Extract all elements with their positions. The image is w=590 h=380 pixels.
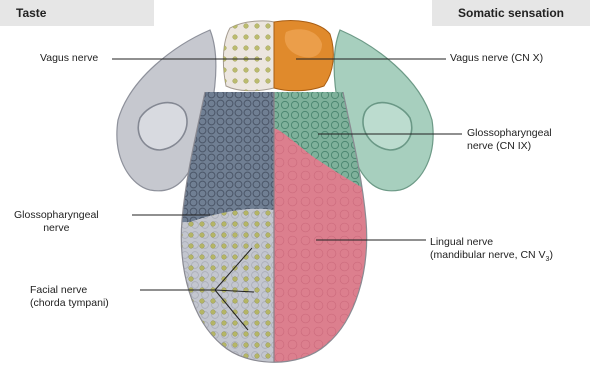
glosso-right-line2: nerve (CN IX) <box>467 140 552 153</box>
lingual-line1: Lingual nerve <box>430 236 553 249</box>
glossopharyngeal-left-label: Glossopharyngeal nerve <box>14 209 99 235</box>
facial-nerve-label: Facial nerve (chorda tympani) <box>30 284 109 310</box>
facial-line1: Facial nerve <box>30 284 109 297</box>
vagus-somatic-region <box>274 21 333 91</box>
glossopharyngeal-right-label: Glossopharyngeal nerve (CN IX) <box>467 127 552 153</box>
lingual-nerve-label: Lingual nerve (mandibular nerve, CN V3) <box>430 236 553 266</box>
lingual-line2-suffix: ) <box>549 249 553 261</box>
glosso-left-line1: Glossopharyngeal <box>14 209 99 222</box>
lingual-line2: (mandibular nerve, CN V3) <box>430 249 553 266</box>
vagus-taste-region <box>223 21 274 91</box>
vagus-left-text: Vagus nerve <box>40 52 98 65</box>
vagus-nerve-right-label: Vagus nerve (CN X) <box>450 52 543 65</box>
lingual-line2-prefix: (mandibular nerve, CN V <box>430 249 546 261</box>
vagus-right-text: Vagus nerve (CN X) <box>450 52 543 65</box>
vagus-nerve-left-label: Vagus nerve <box>40 52 98 65</box>
glosso-left-line2: nerve <box>14 222 99 235</box>
glosso-right-line1: Glossopharyngeal <box>467 127 552 140</box>
facial-line2: (chorda tympani) <box>30 297 109 310</box>
